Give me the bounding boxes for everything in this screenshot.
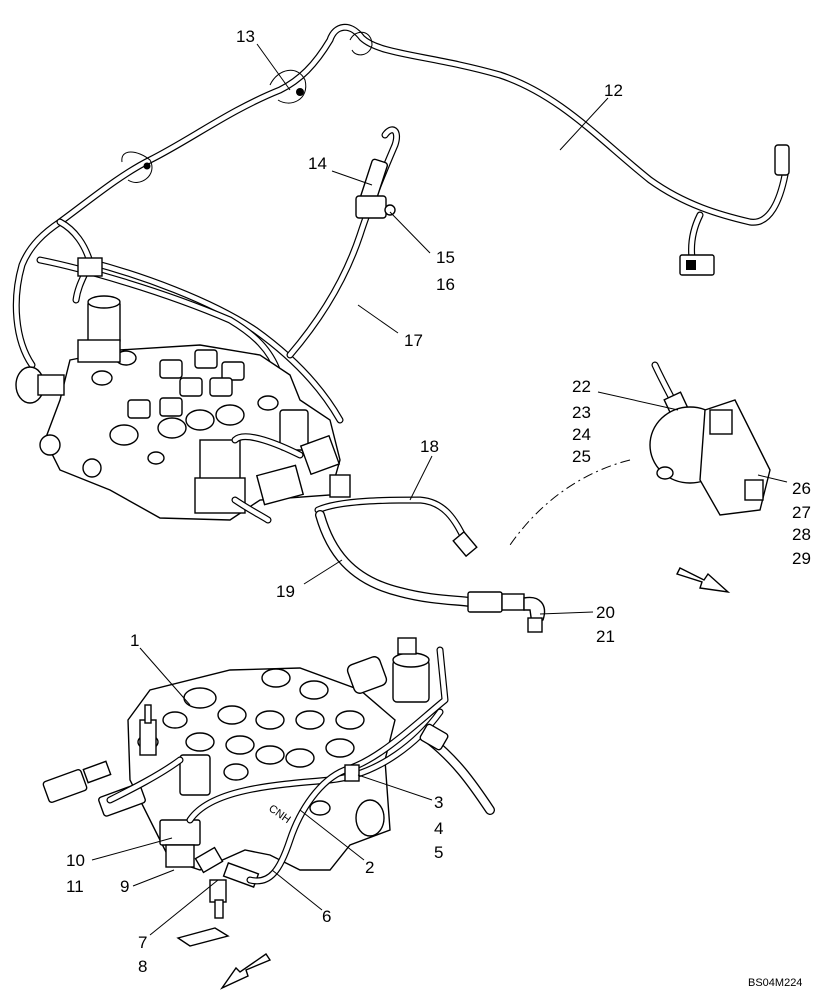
tube-17 [286,126,401,359]
callout-labels: 13 12 14 15 16 17 22 23 24 25 18 26 27 2… [66,27,811,989]
callout-23: 23 [572,403,591,422]
callout-3: 3 [434,793,443,812]
callout-28: 28 [792,525,811,544]
callout-14: 14 [308,154,327,173]
callout-19: 19 [276,582,295,601]
callout-1: 1 [130,631,139,650]
callout-26: 26 [792,479,811,498]
direction-indicators [176,459,731,990]
callout-13: 13 [236,27,255,46]
upper-valve-assembly [15,295,351,524]
callout-25: 25 [572,447,591,466]
direction-arrow-left [219,953,272,990]
callout-11: 11 [66,877,84,896]
leader-lines [91,43,788,936]
callout-17: 17 [404,331,423,350]
accumulator [649,361,771,516]
callout-16: 16 [436,275,455,294]
callout-27: 27 [792,503,811,522]
wire-harness [12,23,790,424]
callout-7: 7 [138,933,147,952]
callout-6: 6 [322,907,331,926]
callout-20: 20 [596,603,615,622]
callout-12: 12 [604,81,623,100]
upper-bolts [91,349,279,465]
lower-valve-assembly: CNH [42,637,495,919]
lower-bolts [137,668,385,837]
tubes-18-19 [314,496,546,633]
callout-24: 24 [572,425,591,444]
callout-9: 9 [120,877,129,896]
callout-15: 15 [436,248,455,267]
callout-5: 5 [434,843,443,862]
callout-4: 4 [434,819,443,838]
callout-2: 2 [365,858,374,877]
callout-10: 10 [66,851,85,870]
drawing-code: BS04M224 [748,977,802,989]
callout-22: 22 [572,377,591,396]
callout-18: 18 [420,437,439,456]
callout-8: 8 [138,957,147,976]
callout-29: 29 [792,549,811,568]
callout-21: 21 [596,627,615,646]
direction-arrow-right [676,567,731,594]
